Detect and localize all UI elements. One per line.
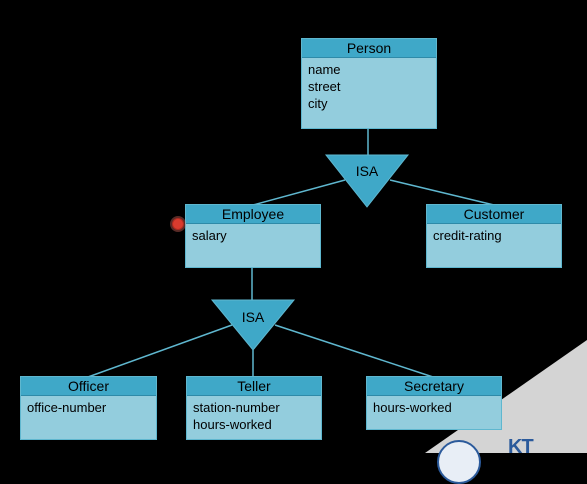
connector-isa-officer xyxy=(87,324,233,378)
connector-isa-employee xyxy=(252,179,346,206)
attribute-credit-rating: credit-rating xyxy=(433,228,502,243)
entity-teller-attributes: station-number hours-worked xyxy=(187,396,321,436)
entity-customer: Customer credit-rating xyxy=(426,204,562,268)
connector-isa-customer xyxy=(389,179,495,206)
entity-officer: Officer office-number xyxy=(20,376,157,440)
attribute-hours-worked: hours-worked xyxy=(373,400,452,415)
entity-employee-attributes: salary xyxy=(186,224,320,247)
attribute-name: name xyxy=(308,62,341,77)
attribute-station-number: station-number xyxy=(193,400,280,415)
entity-employee-title: Employee xyxy=(186,205,320,224)
entity-officer-attributes: office-number xyxy=(21,396,156,419)
kt-logo: KT xyxy=(508,436,534,458)
attribute-city: city xyxy=(308,96,328,111)
entity-person: Person name street city xyxy=(301,38,437,129)
connector-isa-secretary xyxy=(274,324,434,378)
attribute-salary: salary xyxy=(192,228,227,243)
entity-secretary-attributes: hours-worked xyxy=(367,396,501,419)
er-diagram: ISA ISA Person name street city Employee… xyxy=(20,38,587,484)
attribute-office-number: office-number xyxy=(27,400,107,415)
pointer-dot xyxy=(172,218,184,230)
isa-label-top: ISA xyxy=(355,163,379,179)
university-seal-logo xyxy=(437,440,481,484)
isa-triangle-bottom xyxy=(210,299,296,351)
attribute-street: street xyxy=(308,79,341,94)
isa-label-bottom: ISA xyxy=(241,309,265,325)
attribute-hours-worked: hours-worked xyxy=(193,417,272,432)
entity-teller: Teller station-number hours-worked xyxy=(186,376,322,440)
entity-employee: Employee salary xyxy=(185,204,321,268)
entity-customer-title: Customer xyxy=(427,205,561,224)
entity-secretary: Secretary hours-worked xyxy=(366,376,502,430)
entity-teller-title: Teller xyxy=(187,377,321,396)
isa-triangle-top xyxy=(324,154,410,208)
entity-secretary-title: Secretary xyxy=(367,377,501,396)
entity-customer-attributes: credit-rating xyxy=(427,224,561,247)
entity-person-title: Person xyxy=(302,39,436,58)
entity-officer-title: Officer xyxy=(21,377,156,396)
entity-person-attributes: name street city xyxy=(302,58,436,115)
